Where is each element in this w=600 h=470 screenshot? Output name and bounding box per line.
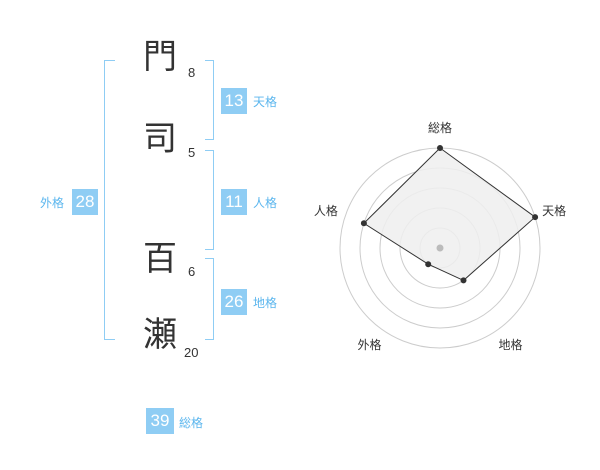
name-char-4: 瀬 [143, 315, 177, 355]
name-char-1: 門 [143, 37, 177, 77]
radar-axis-label: 地格 [498, 337, 522, 352]
jinkaku-label: 人格 [253, 196, 278, 210]
radar-point-2 [532, 214, 539, 221]
name-char-3: 百 [143, 239, 177, 279]
stroke-count-4: 20 [184, 345, 199, 360]
radar-axis-label: 人格 [314, 203, 338, 218]
chikaku-label: 地格 [253, 296, 278, 310]
radar-axis-label: 天格 [542, 203, 566, 218]
jinkaku-bracket [205, 150, 214, 250]
tenkaku-label: 天格 [253, 95, 278, 109]
stroke-count-2: 5 [188, 145, 196, 160]
tenkaku-value: 13 [221, 88, 247, 114]
radar-point-5 [360, 220, 367, 227]
stroke-count-3: 6 [188, 264, 196, 279]
radar-point-4 [425, 261, 432, 268]
radar-axis-label: 総格 [428, 120, 452, 135]
gaikaku-value: 28 [72, 189, 98, 215]
soukaku-value: 39 [146, 408, 174, 434]
radar-point-1 [437, 145, 443, 151]
soukaku-label: 総格 [179, 416, 204, 430]
chikaku-value: 26 [221, 289, 247, 315]
gaikaku-bracket [104, 60, 115, 340]
radar-axis-label: 外格 [357, 337, 381, 352]
radar-center-dot [436, 244, 444, 252]
stroke-count-1: 8 [188, 65, 196, 80]
radar-data-area [363, 147, 536, 281]
jinkaku-value: 11 [221, 189, 247, 215]
tenkaku-bracket [205, 60, 214, 140]
chikaku-bracket [205, 258, 214, 340]
gaikaku-label: 外格 [40, 196, 65, 210]
radar-point-3 [460, 277, 467, 284]
name-char-2: 司 [143, 119, 177, 159]
